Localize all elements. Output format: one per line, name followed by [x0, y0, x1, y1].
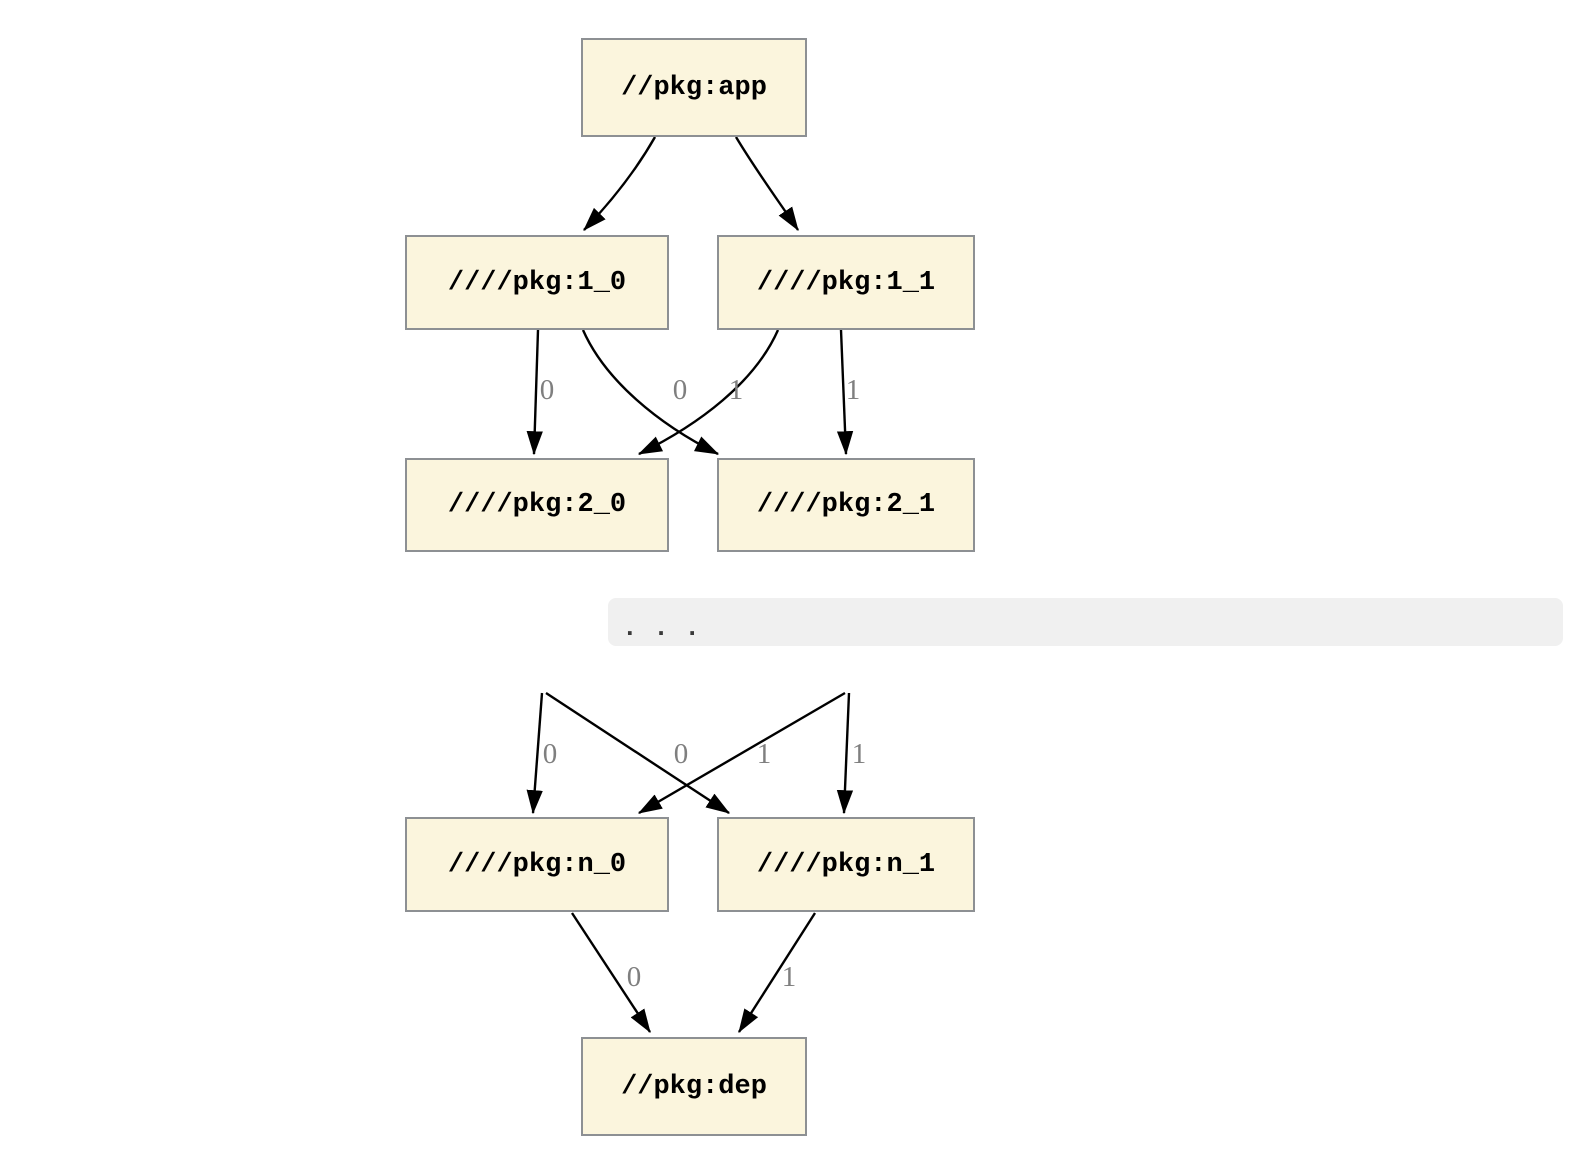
edge-label-1_1-2_0: 1	[729, 374, 744, 406]
edge-label-1_0-2_1: 0	[673, 374, 688, 406]
edge-label-n_1-b: 1	[852, 738, 867, 770]
ellipsis-band: . . .	[608, 598, 1563, 646]
node-pkg-dep: //pkg:dep	[581, 1037, 807, 1136]
node-label: ////pkg:1_0	[447, 267, 627, 298]
edge-ellipsis-to-n_0-a	[526, 692, 544, 815]
node-label: ////pkg:2_1	[756, 490, 936, 520]
ellipsis-text: . . .	[622, 613, 701, 643]
node-pkg-2-1: ////pkg:2_1	[717, 458, 975, 552]
node-pkg-app: //pkg:app	[581, 38, 807, 137]
edge-1_1-to-2_0	[637, 329, 780, 456]
edge-n_0-to-dep	[570, 912, 652, 1034]
edge-ellipsis-to-n_0-b	[637, 691, 846, 815]
edge-label-n_1-a: 0	[674, 738, 689, 770]
edge-label-n_0-b: 1	[757, 738, 772, 770]
node-pkg-1-1: ////pkg:1_1	[717, 235, 975, 330]
edge-1_1-to-2_1	[836, 329, 854, 456]
edge-label-1_1-2_1: 1	[846, 374, 861, 406]
edge-n_1-to-dep	[737, 912, 817, 1034]
node-label: ////pkg:1_1	[756, 267, 936, 298]
edge-label-n_0-a: 0	[543, 738, 558, 770]
edge-app-to-1_1	[734, 136, 799, 231]
edge-1_0-to-2_1	[581, 329, 720, 456]
node-pkg-n-1: ////pkg:n_1	[717, 817, 975, 912]
edge-app-to-1_0	[583, 136, 657, 231]
node-label: //pkg:app	[621, 72, 767, 103]
node-label: ////pkg:2_0	[447, 490, 627, 520]
node-label: ////pkg:n_1	[756, 849, 936, 880]
node-pkg-n-0: ////pkg:n_0	[405, 817, 669, 912]
edge-label-n_1-dep: 1	[782, 961, 797, 993]
node-pkg-2-0: ////pkg:2_0	[405, 458, 669, 552]
edge-1_0-to-2_0	[526, 329, 543, 456]
edge-label-1_0-2_0: 0	[540, 374, 555, 406]
node-label: //pkg:dep	[621, 1071, 767, 1102]
node-pkg-1-0: ////pkg:1_0	[405, 235, 669, 330]
edge-ellipsis-to-n_1-a	[545, 691, 731, 815]
edge-ellipsis-to-n_1-b	[836, 692, 854, 815]
node-label: ////pkg:n_0	[447, 849, 627, 880]
edge-label-n_0-dep: 0	[627, 961, 642, 993]
